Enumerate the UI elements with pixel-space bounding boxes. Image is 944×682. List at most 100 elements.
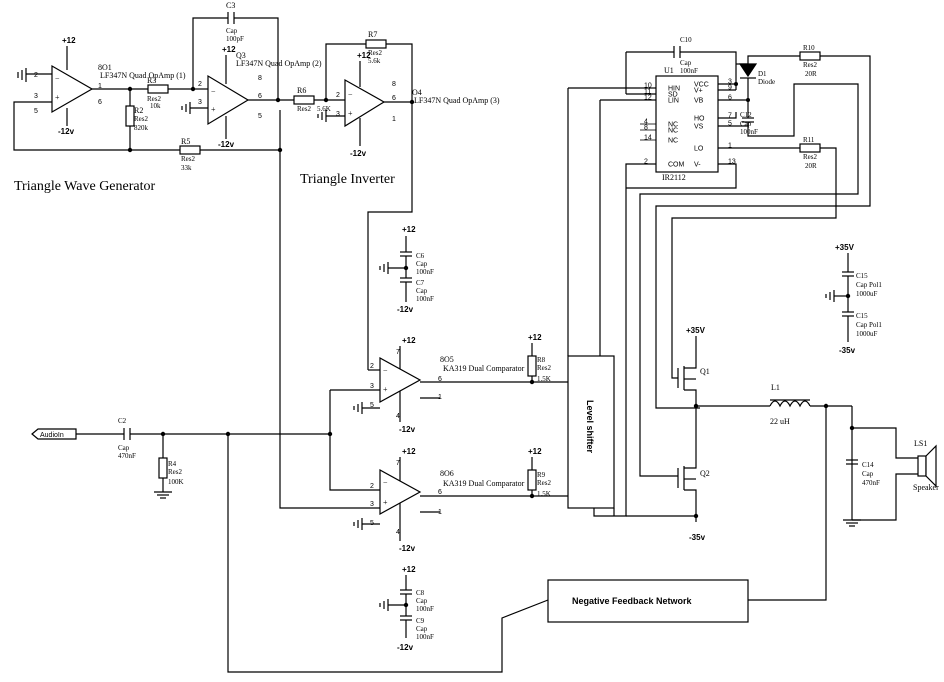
svg-text:2: 2 — [198, 81, 202, 88]
o5-pos-rail: +12 — [402, 336, 416, 345]
svg-text:Cap: Cap — [416, 287, 428, 295]
svg-text:470nF: 470nF — [862, 479, 880, 487]
svg-text:1.5K: 1.5K — [537, 490, 551, 498]
ic-pin-num: 12 — [644, 95, 652, 102]
label-triangle-inverter: Triangle Inverter — [300, 172, 395, 187]
o4-part: LF347N Quad OpAmp (3) — [414, 96, 500, 105]
level-shifter-box — [567, 355, 615, 509]
ic-pin-name: NC — [668, 122, 678, 129]
svg-text:10k: 10k — [150, 102, 161, 110]
o1-neg-rail: -12v — [58, 127, 75, 136]
c7-ref: C7 — [416, 279, 425, 287]
c3-ref: C3 — [226, 1, 235, 10]
svg-text:Cap Pol1: Cap Pol1 — [856, 281, 882, 289]
svg-text:Cap: Cap — [416, 260, 428, 268]
svg-text:5: 5 — [258, 113, 262, 120]
opamp-o1 — [51, 64, 94, 114]
o4-pos-rail: +12 — [357, 51, 371, 60]
svg-text:Res2: Res2 — [537, 479, 552, 487]
o4-neg-rail: -12v — [350, 149, 367, 158]
svg-text:20R: 20R — [805, 70, 817, 78]
r6-ref: R6 — [297, 86, 306, 95]
svg-text:+12: +12 — [402, 225, 416, 234]
ic-pin-name: LIN — [668, 98, 679, 105]
svg-text:Cap: Cap — [416, 597, 428, 605]
ic-pin-num: 1 — [728, 143, 732, 150]
ic-pin-num: 11 — [644, 89, 651, 96]
ic-pin-name: NC — [668, 138, 678, 145]
ic-pin-name: V+ — [694, 88, 703, 95]
c2-ref: C2 — [118, 417, 127, 425]
svg-text:8: 8 — [392, 81, 396, 88]
r11-ref: R11 — [803, 136, 815, 144]
negative-feedback-network: Negative Feedback Network — [547, 579, 749, 623]
ic-pin-num: 9 — [728, 85, 732, 92]
ic-pin-num: 10 — [644, 83, 652, 90]
svg-text:1.5K: 1.5K — [537, 375, 551, 383]
ic-pin-name: SD — [668, 92, 678, 99]
c9-ref: C9 — [416, 617, 425, 625]
svg-text:−: − — [383, 366, 388, 375]
svg-text:100nF: 100nF — [416, 295, 434, 303]
ic-pin-num: 13 — [728, 159, 736, 166]
svg-text:6: 6 — [258, 93, 262, 100]
svg-text:Cap Pol1: Cap Pol1 — [856, 321, 882, 329]
ic-pin-name: VB — [694, 98, 704, 105]
ls1-ref: LS1 — [914, 439, 927, 448]
svg-text:6: 6 — [392, 95, 396, 102]
svg-text:−: − — [383, 478, 388, 487]
svg-text:3: 3 — [336, 111, 340, 118]
svg-text:2: 2 — [370, 483, 374, 490]
decoupling-c6-c7: +12 -12v C6 Cap 100nF C7 Cap 100nF — [379, 225, 434, 314]
l1-value: 22 uH — [770, 417, 790, 426]
svg-text:820k: 820k — [134, 124, 149, 132]
inductor-l1 — [769, 400, 811, 408]
r7-ref: R7 — [368, 30, 377, 39]
triangle-inverter: R6 Res2 5.6K R7 Res2 5.6k +12 -12v O4 LF… — [293, 30, 500, 371]
o4-ref: O4 — [412, 88, 422, 97]
p35-top: +35V — [686, 326, 706, 335]
ic-pin-num: 8 — [644, 125, 648, 132]
svg-text:+: + — [383, 498, 388, 507]
svg-text:2: 2 — [370, 363, 374, 370]
r9-ref: R9 — [537, 471, 546, 479]
o6-pos-rail: +12 — [402, 447, 416, 456]
svg-text:−: − — [348, 90, 353, 99]
o5-neg-rail: -12v — [399, 425, 416, 434]
svg-text:100nF: 100nF — [740, 128, 758, 136]
o6-ref: 8O6 — [440, 469, 454, 478]
svg-text:8: 8 — [258, 75, 262, 82]
r2-ref: R2 — [134, 106, 143, 115]
svg-text:100pF: 100pF — [226, 35, 244, 43]
o5-ref: 8O5 — [440, 355, 454, 364]
svg-text:Res2: Res2 — [168, 468, 183, 476]
svg-text:100nF: 100nF — [416, 605, 434, 613]
level-shifter: Level shifter — [567, 87, 640, 517]
svg-text:100nF: 100nF — [680, 67, 698, 75]
svg-text:Cap: Cap — [226, 27, 238, 35]
svg-text:+35V: +35V — [835, 243, 855, 252]
supply-caps-c15: +35V -35v C15 Cap Pol1 1000uF C15 Cap Po… — [825, 243, 882, 355]
label-triangle-wave-generator: Triangle Wave Generator — [14, 179, 156, 194]
r5-ref: R5 — [181, 137, 190, 146]
ic-pin-num: 6 — [728, 95, 732, 102]
svg-text:Res2: Res2 — [134, 115, 149, 123]
c8-ref: C8 — [416, 589, 425, 597]
svg-text:−: − — [211, 87, 216, 96]
ic-pin-num: 2 — [644, 159, 648, 166]
ic-ref: U1 — [664, 66, 674, 75]
svg-text:3: 3 — [370, 501, 374, 508]
r8-rail: +12 — [528, 333, 542, 342]
o5-part: KA319 Dual Comparator — [443, 364, 525, 373]
svg-text:3: 3 — [34, 93, 38, 100]
svg-text:Cap: Cap — [416, 625, 428, 633]
svg-text:100K: 100K — [168, 478, 184, 486]
svg-text:Res2: Res2 — [368, 49, 383, 57]
c12-ref: C12 — [740, 111, 752, 119]
ic-pin-name: COM — [668, 162, 685, 169]
svg-text:Cap: Cap — [680, 59, 692, 67]
o3-part: LF347N Quad OpAmp (2) — [236, 59, 322, 68]
svg-text:5: 5 — [34, 108, 38, 115]
audio-in-label: AudioIn — [40, 432, 64, 439]
